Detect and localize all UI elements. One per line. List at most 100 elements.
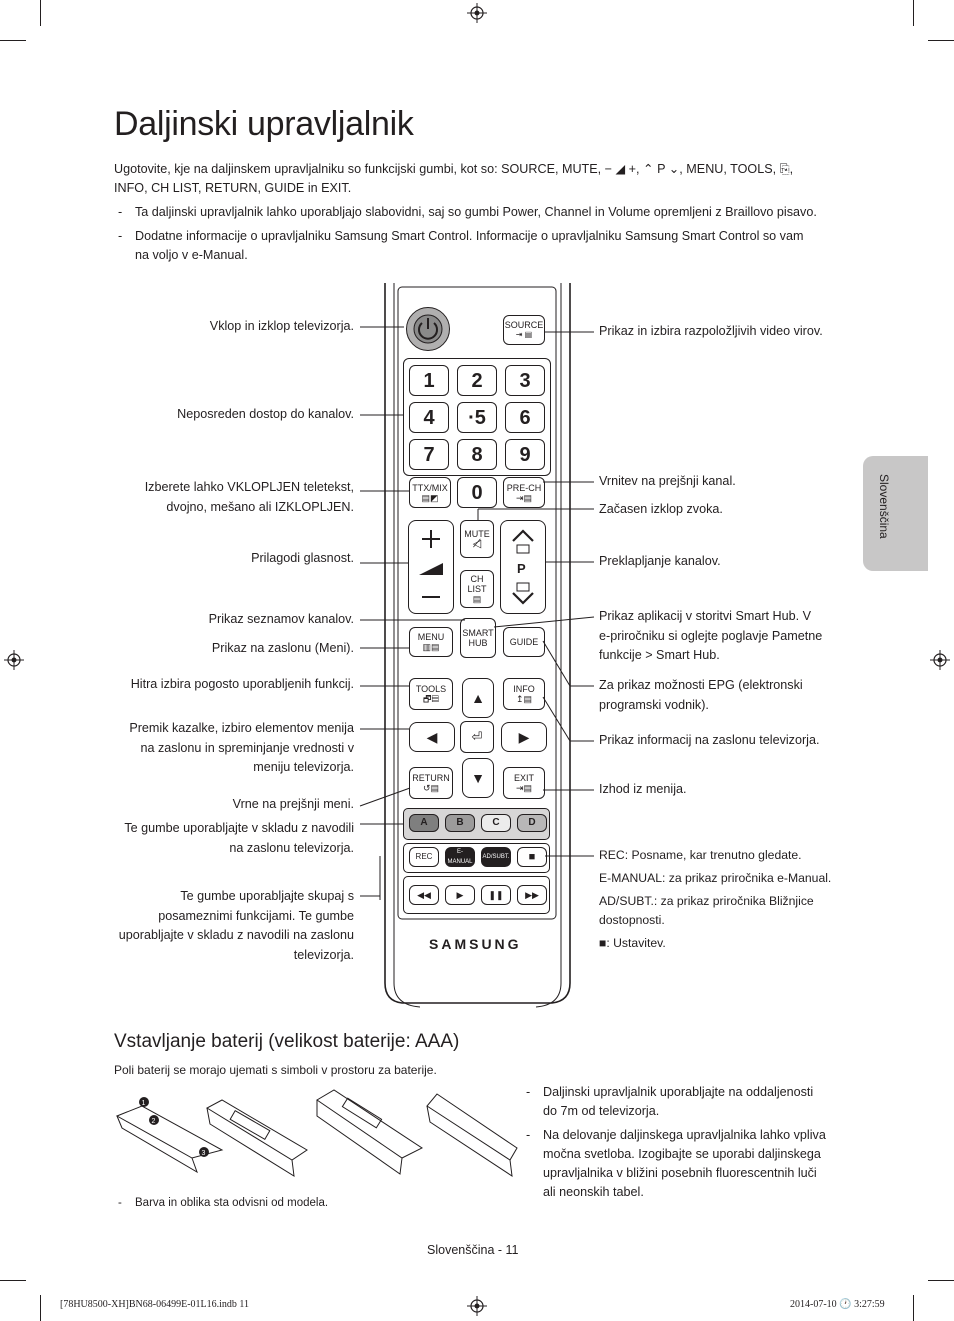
- stop-icon: ■: [528, 851, 536, 863]
- callout-line: meniju televizorja.: [253, 760, 354, 774]
- digit-label: 0: [471, 481, 483, 504]
- tools-label: TOOLS: [415, 684, 447, 694]
- emanual-label: E-MANUAL: [447, 849, 473, 865]
- callout-line: posameznimi funkcijami. Te gumbe: [158, 908, 354, 923]
- side-tab-label: Slovenščina: [877, 474, 891, 539]
- color-b-button[interactable]: B: [445, 814, 475, 832]
- ch-list-button[interactable]: CH LIST▤: [460, 570, 494, 608]
- side-language-tab: Slovenščina: [863, 456, 928, 571]
- callout-line: televizorja.: [293, 947, 354, 962]
- exit-button[interactable]: EXIT⇥▤: [503, 767, 545, 799]
- page-footer: Slovenščina - 11: [427, 1243, 519, 1257]
- left-arrow-button[interactable]: ◀: [409, 722, 455, 752]
- callout-line: programski vodnik).: [599, 697, 709, 712]
- play-icon: ▶: [456, 890, 464, 900]
- down-arrow-button[interactable]: ▼: [462, 758, 494, 798]
- right-arrow-button[interactable]: ▶: [501, 722, 547, 752]
- digit-1-button[interactable]: 1: [409, 365, 449, 396]
- mute-label: MUTE: [464, 529, 490, 539]
- step-2-label: 2: [152, 1118, 156, 1125]
- callout-return: Vrne na prejšnji meni.: [232, 797, 354, 811]
- battery-illustration: 1 2 3: [115, 1089, 518, 1178]
- color-c-button[interactable]: C: [481, 814, 511, 832]
- rec-button[interactable]: REC: [409, 847, 439, 867]
- digit-5-button[interactable]: ·5: [457, 402, 497, 433]
- crop-mark: [913, 0, 914, 26]
- color-d-button[interactable]: D: [517, 814, 547, 832]
- bullet-item: -Daljinski upravljalnik uporabljajte na …: [526, 1083, 856, 1121]
- crop-mark: [0, 1280, 26, 1281]
- digit-9-button[interactable]: 9: [505, 439, 545, 470]
- channel-icon: [512, 529, 534, 605]
- pause-button[interactable]: ❚❚: [481, 885, 511, 905]
- volume-rocker[interactable]: [408, 520, 454, 614]
- tools-button[interactable]: TOOLS🗗▤: [409, 678, 453, 710]
- digit-8-button[interactable]: 8: [457, 439, 497, 470]
- stop-button[interactable]: ■: [517, 847, 547, 867]
- samsung-logo: SAMSUNG: [429, 936, 522, 952]
- crop-mark: [0, 40, 26, 41]
- digit-4-button[interactable]: 4: [409, 402, 449, 433]
- callout-tools: Hitra izbira pogosto uporabljenih funkci…: [130, 677, 354, 691]
- callout-smart-hub: Prikaz aplikacij v storitvi Smart Hub. V…: [599, 607, 849, 666]
- callout-line: na zaslonu in spreminjanje vrednosti v: [140, 740, 354, 755]
- up-arrow-button[interactable]: ▲: [462, 678, 494, 718]
- info-button[interactable]: INFO↥▤: [503, 678, 545, 710]
- bullet-text: Dodatne informacije o upravljalniku Sams…: [135, 229, 804, 243]
- battery-note-text: Barva in oblika sta odvisni od modela.: [135, 1197, 329, 1209]
- callout-line: REC: Posname, kar trenutno gledate.: [599, 848, 802, 862]
- callout-line: Premik kazalke, izbiro elementov menija: [129, 721, 354, 735]
- callout-line: Izberete lahko VKLOPLJEN teletekst,: [144, 480, 354, 494]
- rewind-button[interactable]: ◀◀: [409, 885, 439, 905]
- digit-label: 4: [423, 406, 435, 429]
- source-icon: ⇥ ▤: [515, 330, 533, 339]
- power-button[interactable]: [406, 307, 450, 351]
- bullet-list: -Ta daljinski upravljalnik lahko uporabl…: [118, 203, 848, 265]
- imprint-right: 2014-07-10 🕐 3:27:59: [790, 1299, 885, 1310]
- color-b-label: B: [456, 817, 464, 828]
- callout-mute: Začasen izklop zvoka.: [599, 502, 723, 516]
- digit-0-button[interactable]: 0: [457, 477, 497, 508]
- mute-button[interactable]: MUTE◁̸: [460, 520, 494, 558]
- menu-button[interactable]: MENU▥▤: [409, 627, 453, 657]
- bullet-text: močna svetloba. Izogibajte se uporabi da…: [543, 1147, 821, 1161]
- exit-icon: ⇥▤: [515, 783, 533, 793]
- intro-text: Ugotovite, kje na daljinskem upravljalni…: [114, 160, 844, 198]
- bullet-item: -Ta daljinski upravljalnik lahko uporabl…: [118, 205, 817, 219]
- step-1-label: 1: [142, 1100, 146, 1107]
- exit-label: EXIT: [513, 773, 534, 783]
- digit-3-button[interactable]: 3: [505, 365, 545, 396]
- callout-number-keys: Neposreden dostop do kanalov.: [177, 407, 354, 421]
- callout-ch-list: Prikaz seznamov kanalov.: [208, 612, 354, 626]
- pre-ch-button[interactable]: PRE-CH⇥▤: [503, 477, 545, 508]
- battery-bullets: -Daljinski upravljalnik uporabljajte na …: [526, 1083, 856, 1202]
- return-button[interactable]: RETURN↺▤: [409, 767, 453, 799]
- left-arrow-icon: ◀: [426, 729, 438, 745]
- rewind-icon: ◀◀: [417, 890, 431, 900]
- battery-section-title: Vstavljanje baterij (velikost baterije: …: [114, 1031, 460, 1052]
- callout-color-buttons: Te gumbe uporabljajte v skladu z navodil…: [100, 819, 354, 858]
- callout-line: uporabljajte v skladu z navodili na zasl…: [118, 928, 354, 942]
- callout-line: Te gumbe uporabljajte v skladu z navodil…: [124, 821, 354, 835]
- channel-rocker[interactable]: P: [500, 520, 546, 614]
- digit-2-button[interactable]: 2: [457, 365, 497, 396]
- enter-button[interactable]: ⏎: [460, 721, 494, 753]
- intro-line: INFO, CH LIST, RETURN, GUIDE in EXIT.: [114, 181, 352, 195]
- crop-mark: [928, 1280, 954, 1281]
- smart-hub-button[interactable]: SMART HUB: [460, 618, 496, 658]
- function-button-row: [403, 843, 550, 873]
- fast-forward-button[interactable]: ▶▶: [517, 885, 547, 905]
- digit-6-button[interactable]: 6: [505, 402, 545, 433]
- digit-7-button[interactable]: 7: [409, 439, 449, 470]
- e-manual-button[interactable]: E-MANUAL: [445, 847, 475, 867]
- source-button[interactable]: SOURCE⇥ ▤: [503, 315, 545, 345]
- callout-line: ■: Ustavitev.: [599, 936, 666, 950]
- volume-icon: [419, 530, 443, 598]
- registration-mark-icon: [467, 1296, 487, 1316]
- color-a-button[interactable]: A: [409, 814, 439, 832]
- guide-button[interactable]: GUIDE: [503, 627, 545, 657]
- bullet-item: -Na delovanje daljinskega upravljalnika …: [526, 1126, 856, 1202]
- play-button[interactable]: ▶: [445, 885, 475, 905]
- ad-subt-button[interactable]: AD/SUBT.: [481, 847, 511, 867]
- ttx-mix-button[interactable]: TTX/MIX▤◩: [409, 477, 451, 508]
